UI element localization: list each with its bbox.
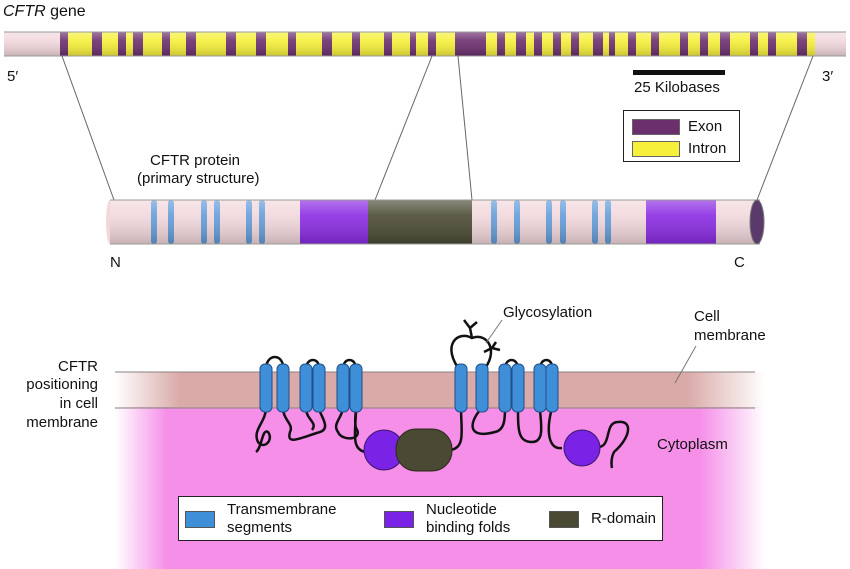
- gene-name: CFTR: [3, 3, 46, 20]
- c-terminus-label: C: [734, 254, 745, 271]
- exon-swatch: [632, 119, 680, 135]
- intron-swatch: [632, 141, 680, 157]
- transmembrane-segment: [259, 363, 273, 413]
- connector-line: [374, 55, 433, 201]
- scale-bar-label: 25 Kilobases: [634, 79, 720, 96]
- cell-membrane-label-2: membrane: [694, 327, 766, 344]
- transmembrane-segment: [336, 363, 350, 413]
- r-domain-blob: [395, 428, 453, 472]
- protein-tube-end: [749, 199, 765, 245]
- cell-membrane-pointer: [674, 345, 697, 384]
- gene-title: CFTR gene: [3, 3, 86, 21]
- connector-line: [61, 55, 115, 201]
- transmembrane-segment: [312, 363, 326, 413]
- nbf2-domain: [563, 429, 601, 467]
- protein-title: CFTR protein: [150, 152, 241, 169]
- transmembrane-segment: [276, 363, 290, 413]
- cell-membrane-band: [115, 372, 765, 408]
- connector-line: [457, 55, 473, 201]
- positioning-label-1: CFTR: [58, 358, 98, 375]
- transmembrane-segment: [533, 363, 547, 413]
- positioning-label-3: in cell: [59, 395, 98, 412]
- transmembrane-swatch: [185, 511, 215, 528]
- legend-label: R-domain: [591, 510, 657, 527]
- glycosylation-pointer: [485, 319, 503, 344]
- r-domain-swatch: [549, 511, 579, 528]
- positioning-label-2: positioning: [26, 376, 98, 393]
- cytoplasm-label: Cytoplasm: [657, 436, 728, 453]
- protein-subtitle: (primary structure): [137, 170, 260, 187]
- exon-label: Exon: [688, 118, 723, 135]
- cell-membrane-label-1: Cell: [694, 308, 720, 325]
- transmembrane-segment: [349, 363, 363, 413]
- n-terminus-label: N: [110, 254, 121, 271]
- gene-tube: [4, 31, 846, 57]
- gene-legend: Exon Intron: [623, 110, 740, 162]
- transmembrane-segment: [299, 363, 313, 413]
- transmembrane-segment: [545, 363, 559, 413]
- nbf-swatch: [384, 511, 414, 528]
- transmembrane-segment: [475, 363, 489, 413]
- three-prime-label: 3′: [822, 68, 834, 85]
- five-prime-label: 5′: [7, 68, 19, 85]
- connector-line: [756, 55, 814, 201]
- positioning-label-4: membrane: [26, 414, 98, 431]
- gene-title-suffix: gene: [45, 3, 86, 20]
- intron-label: Intron: [688, 140, 727, 157]
- transmembrane-segment: [498, 363, 512, 413]
- gene-shading: [4, 32, 846, 56]
- glycosylation-label: Glycosylation: [503, 304, 593, 321]
- transmembrane-segment: [454, 363, 468, 413]
- transmembrane-segments: [259, 363, 559, 413]
- transmembrane-segment: [511, 363, 525, 413]
- protein-tube: [106, 199, 765, 245]
- scale-bar: [633, 70, 725, 75]
